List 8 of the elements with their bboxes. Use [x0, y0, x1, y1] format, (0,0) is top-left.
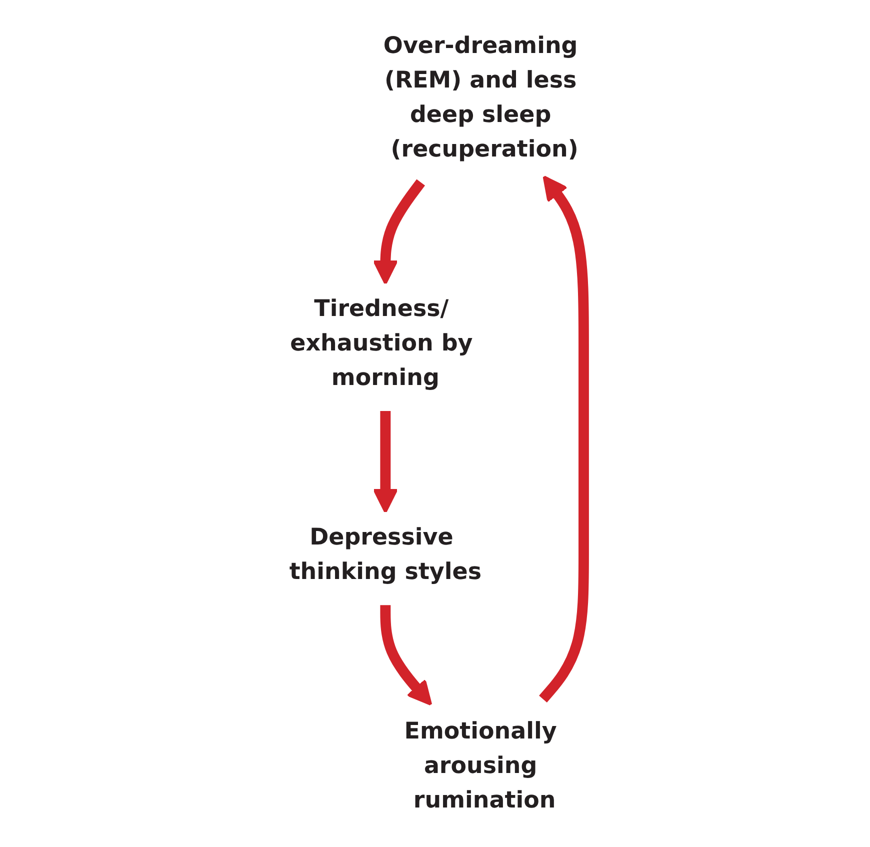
node-text: Tiredness/ exhaustion by morning [290, 296, 473, 392]
arrow [372, 179, 425, 285]
node-text: Emotionally arousing rumination [404, 718, 557, 814]
arrow [539, 175, 589, 702]
arrow [372, 410, 398, 514]
arrow [380, 605, 432, 706]
node-text: Depressive thinking styles [289, 524, 482, 586]
node-text: Over-dreaming (REM) and less deep sleep (recuperation) [383, 33, 578, 163]
